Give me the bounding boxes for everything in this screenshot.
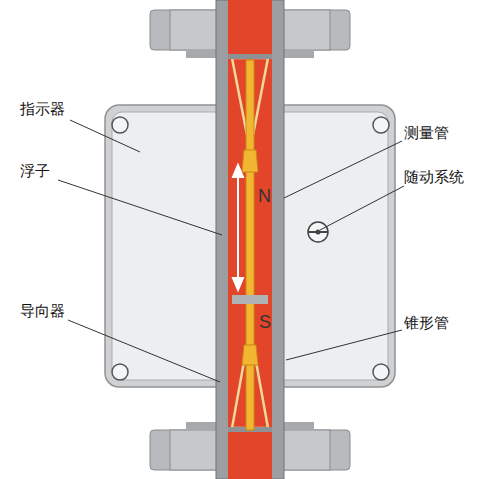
part-label: 浮子 xyxy=(20,162,50,180)
part-label: 测量管 xyxy=(404,124,449,142)
pole-mark: N xyxy=(258,186,271,208)
part-label: 指示器 xyxy=(20,100,65,118)
part-label: 随动系统 xyxy=(404,168,464,186)
part-label: 锥形管 xyxy=(404,314,449,332)
part-label: 导向器 xyxy=(20,302,65,320)
pole-mark: S xyxy=(259,312,271,334)
